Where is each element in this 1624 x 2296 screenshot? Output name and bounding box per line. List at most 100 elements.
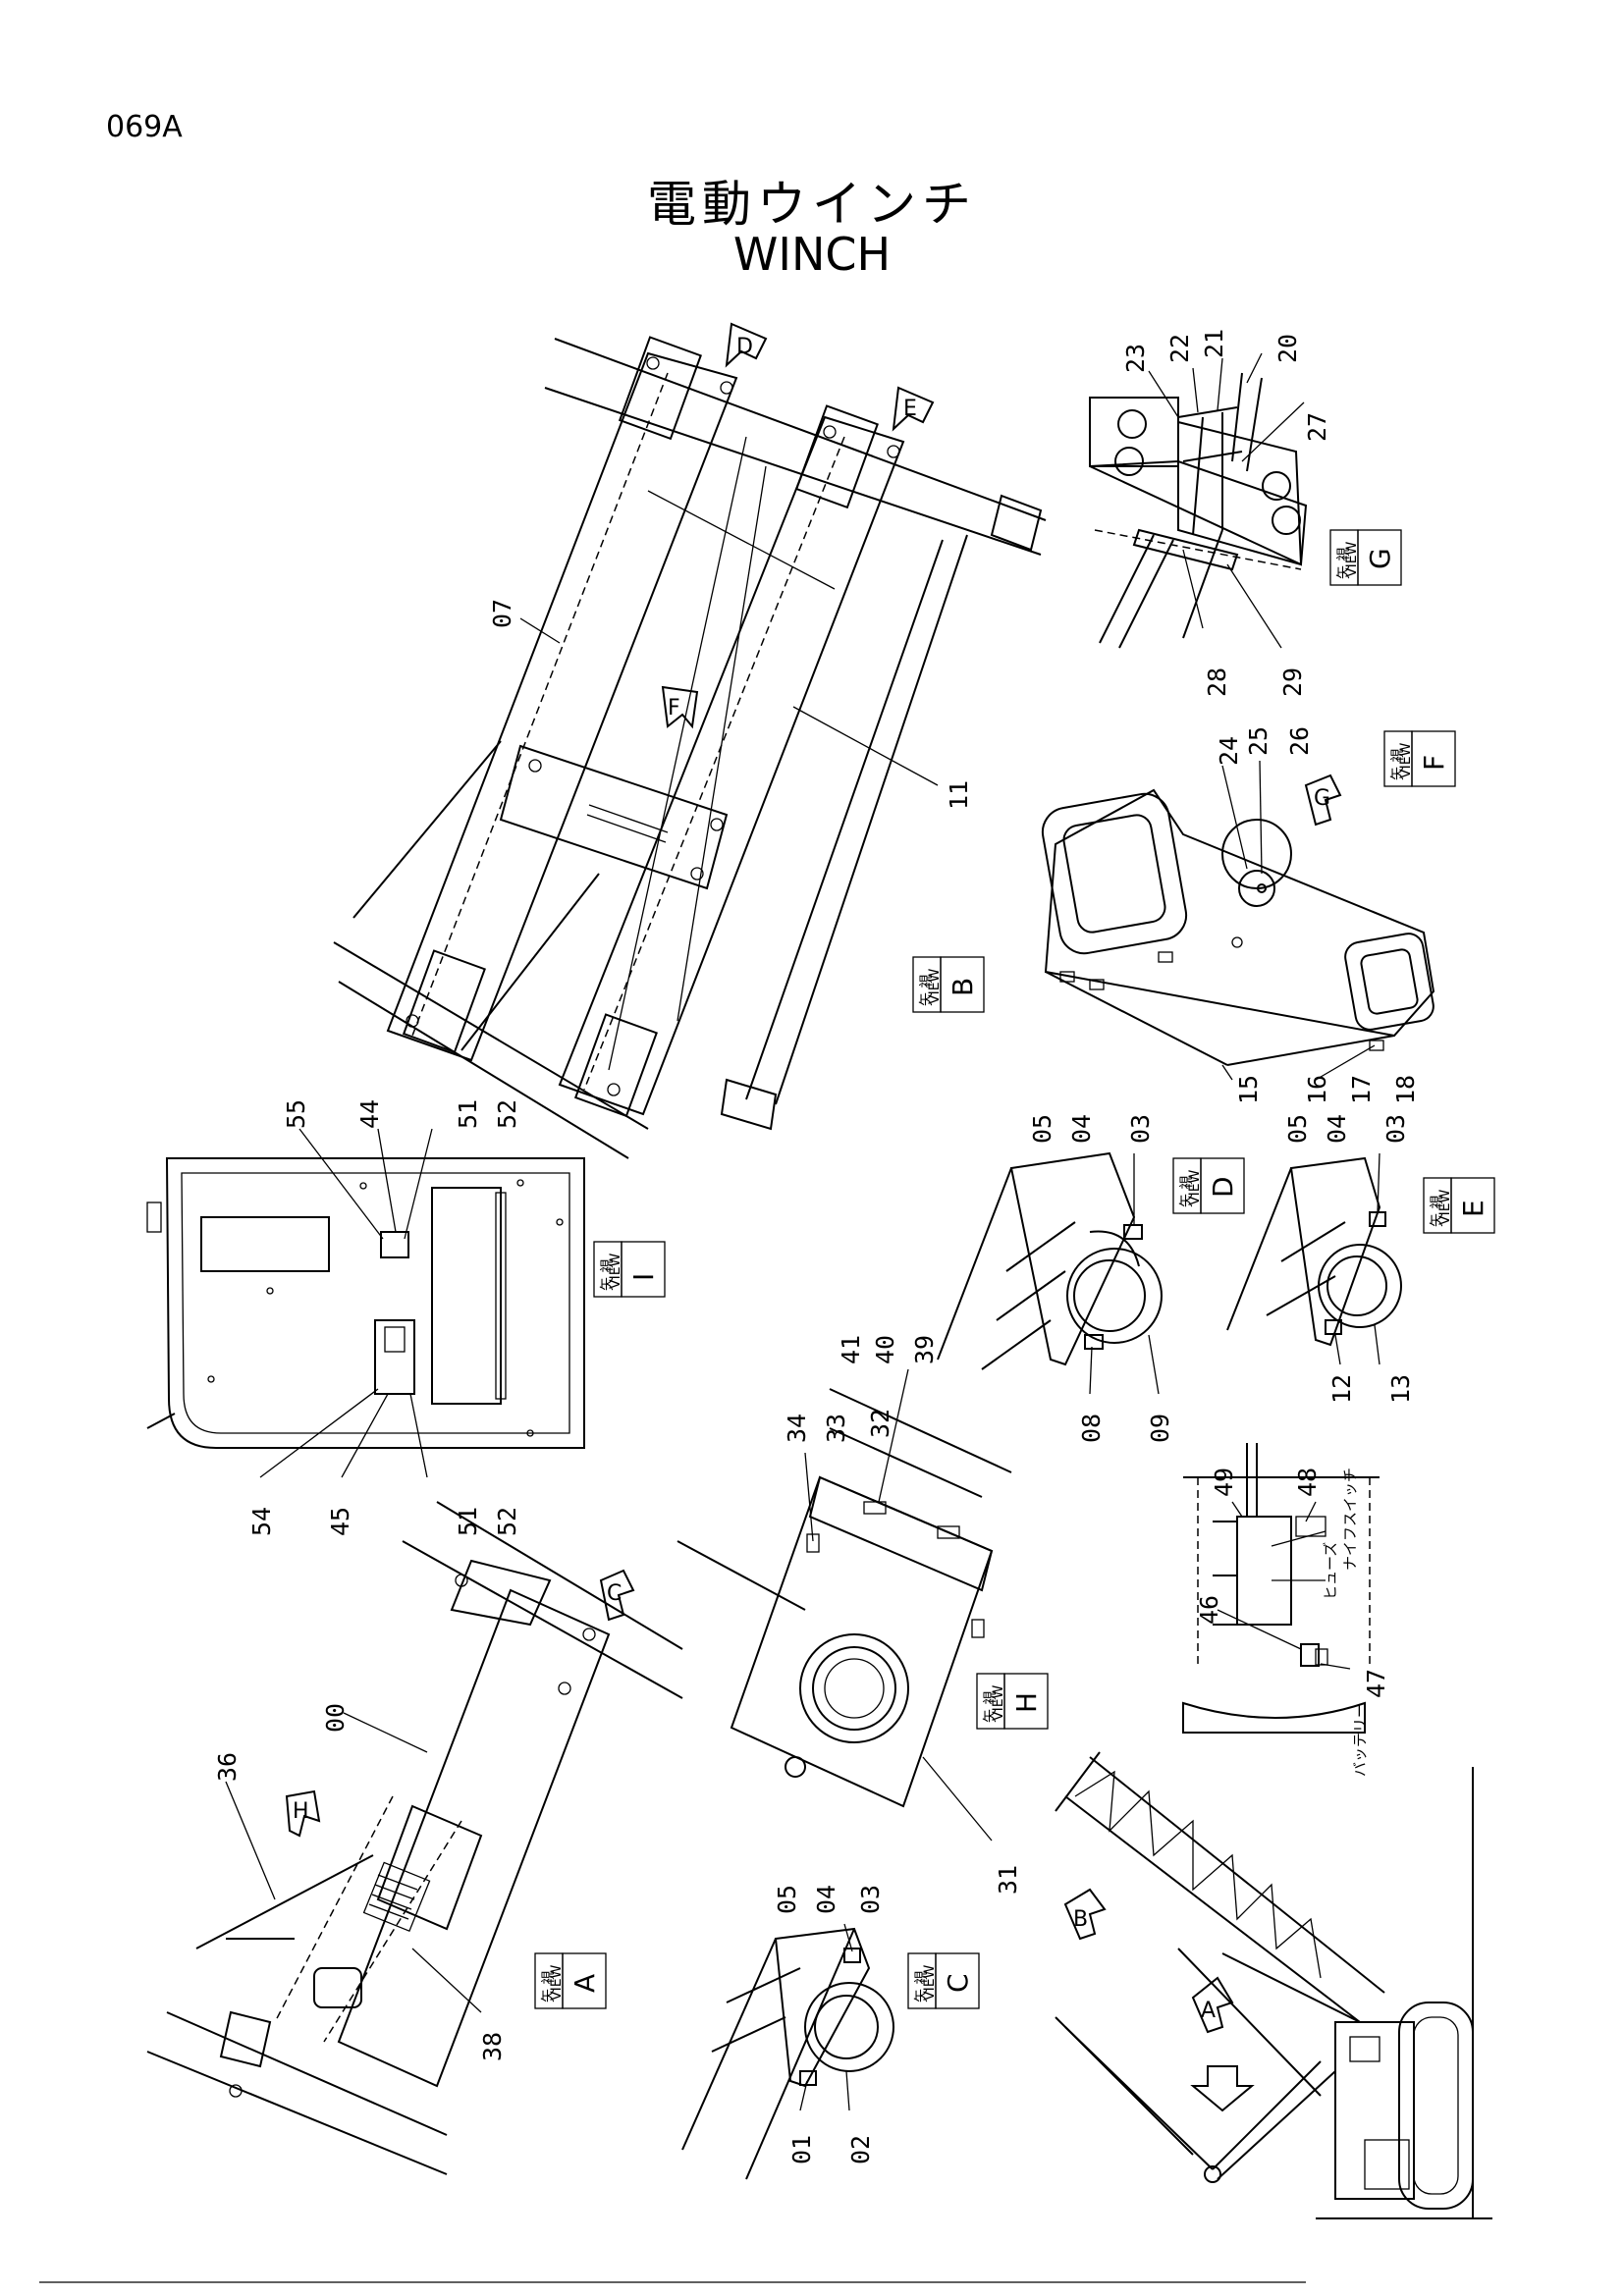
callout-44: 44 bbox=[355, 1099, 384, 1129]
callout-52-bottom: 52 bbox=[493, 1507, 521, 1536]
callout-24: 24 bbox=[1215, 736, 1243, 766]
svg-text:VIEW: VIEW bbox=[1437, 1189, 1453, 1225]
svg-text:I: I bbox=[627, 1273, 660, 1281]
svg-text:VIEW: VIEW bbox=[1398, 742, 1414, 778]
svg-text:矢 視: 矢 視 bbox=[914, 1971, 930, 2002]
view-label-f: 矢 視 VIEW F bbox=[1383, 730, 1456, 787]
callout-d-04: 04 bbox=[1067, 1114, 1096, 1144]
view-label-b: 矢 視 VIEW B bbox=[912, 956, 985, 1013]
callout-39: 39 bbox=[910, 1335, 939, 1364]
callout-27: 27 bbox=[1303, 412, 1331, 442]
callout-20: 20 bbox=[1273, 334, 1302, 363]
callout-31: 31 bbox=[994, 1865, 1022, 1895]
svg-text:VIEW: VIEW bbox=[549, 1964, 565, 2001]
callout-c-05: 05 bbox=[773, 1885, 801, 1914]
callout-55: 55 bbox=[282, 1099, 310, 1129]
svg-text:A: A bbox=[568, 1974, 601, 1993]
view-f-bracket-drawing bbox=[1041, 788, 1435, 1066]
view-label-i: 矢 視 VIEW I bbox=[593, 1241, 666, 1298]
view-h-winch-drawing bbox=[677, 1388, 1012, 1808]
view-label-d: 矢 視 VIEW D bbox=[1172, 1157, 1245, 1214]
svg-text:C: C bbox=[607, 1581, 622, 1606]
callout-28: 28 bbox=[1203, 667, 1231, 697]
callout-47: 47 bbox=[1362, 1669, 1390, 1698]
view-e-clamp-drawing bbox=[1226, 1156, 1402, 1347]
callout-16: 16 bbox=[1303, 1075, 1331, 1104]
callout-52-top: 52 bbox=[493, 1099, 521, 1129]
svg-text:H: H bbox=[1010, 1692, 1043, 1713]
callout-32: 32 bbox=[866, 1409, 894, 1438]
svg-text:矢 視: 矢 視 bbox=[1390, 749, 1406, 780]
svg-text:矢 視: 矢 視 bbox=[1179, 1176, 1195, 1207]
callout-e-12: 12 bbox=[1327, 1374, 1356, 1404]
callout-23: 23 bbox=[1121, 344, 1150, 373]
callout-18: 18 bbox=[1391, 1075, 1420, 1104]
arrow-f: F bbox=[661, 685, 699, 729]
view-a-winch-drawing bbox=[146, 1501, 683, 2175]
view-label-a: 矢 視 VIEW A bbox=[534, 1952, 607, 2009]
callout-d-03: 03 bbox=[1126, 1114, 1155, 1144]
arrow-h: H bbox=[285, 1789, 321, 1838]
svg-text:E: E bbox=[903, 397, 917, 421]
svg-text:矢 視: 矢 視 bbox=[600, 1259, 616, 1291]
view-label-c: 矢 視 VIEW C bbox=[907, 1952, 980, 2009]
callout-22: 22 bbox=[1165, 334, 1194, 363]
callout-45: 45 bbox=[326, 1507, 354, 1536]
view-b-frame-drawing bbox=[333, 336, 1047, 1159]
callout-c-02: 02 bbox=[846, 2135, 875, 2164]
svg-text:H: H bbox=[293, 1799, 309, 1824]
svg-text:B: B bbox=[1073, 1907, 1088, 1932]
svg-text:矢 視: 矢 視 bbox=[1336, 548, 1352, 579]
callout-41: 41 bbox=[837, 1335, 865, 1364]
svg-text:矢 視: 矢 視 bbox=[919, 975, 935, 1006]
callout-e-03: 03 bbox=[1381, 1114, 1410, 1144]
callout-c-01: 01 bbox=[787, 2135, 816, 2164]
callout-d-08: 08 bbox=[1077, 1414, 1106, 1443]
view-label-e: 矢 視 VIEW E bbox=[1423, 1177, 1495, 1234]
callout-d-05: 05 bbox=[1028, 1114, 1056, 1144]
svg-text:F: F bbox=[668, 696, 680, 721]
svg-text:B: B bbox=[947, 978, 979, 996]
callout-c-04: 04 bbox=[812, 1885, 840, 1914]
callout-15: 15 bbox=[1234, 1075, 1263, 1104]
svg-text:矢 視: 矢 視 bbox=[541, 1971, 557, 2002]
callout-e-13: 13 bbox=[1386, 1374, 1415, 1404]
callout-49: 49 bbox=[1210, 1468, 1238, 1497]
arrow-c: C bbox=[599, 1569, 635, 1622]
title-english: WINCH bbox=[732, 228, 892, 281]
callout-54: 54 bbox=[247, 1507, 276, 1536]
callout-51-top: 51 bbox=[454, 1099, 482, 1129]
svg-text:D: D bbox=[736, 335, 753, 359]
view-d-clamp-drawing bbox=[937, 1151, 1163, 1370]
callout-07: 07 bbox=[488, 599, 516, 628]
arrow-d: D bbox=[725, 322, 768, 368]
callout-29: 29 bbox=[1278, 667, 1307, 697]
callout-38: 38 bbox=[478, 2032, 507, 2061]
callout-36: 36 bbox=[213, 1752, 242, 1782]
callout-00: 00 bbox=[321, 1703, 350, 1733]
callout-34: 34 bbox=[783, 1414, 811, 1443]
svg-text:D: D bbox=[1207, 1176, 1239, 1198]
view-c-clamp-drawing bbox=[681, 1927, 894, 2180]
label-battery: バッテリー bbox=[1351, 1703, 1369, 1777]
svg-text:F: F bbox=[1418, 755, 1450, 771]
page-code: 069A bbox=[106, 110, 183, 144]
svg-text:G: G bbox=[1364, 548, 1396, 569]
down-arrow bbox=[1190, 2065, 1255, 2112]
svg-text:VIEW: VIEW bbox=[1344, 541, 1360, 577]
view-label-h: 矢 視 VIEW H bbox=[976, 1673, 1049, 1730]
callout-46: 46 bbox=[1195, 1595, 1223, 1625]
callout-33: 33 bbox=[822, 1414, 850, 1443]
label-knife-switch: ナイフスイッチ bbox=[1341, 1468, 1359, 1571]
callout-17: 17 bbox=[1347, 1075, 1376, 1104]
electrical-layout-drawing bbox=[1182, 1443, 1380, 1734]
svg-text:VIEW: VIEW bbox=[927, 968, 943, 1004]
callout-25: 25 bbox=[1244, 726, 1272, 756]
svg-text:A: A bbox=[1201, 1999, 1216, 2023]
svg-text:VIEW: VIEW bbox=[922, 1964, 938, 2001]
arrow-g: G bbox=[1304, 774, 1342, 827]
svg-text:矢 視: 矢 視 bbox=[983, 1691, 999, 1723]
svg-text:E: E bbox=[1457, 1200, 1489, 1217]
callout-e-04: 04 bbox=[1323, 1114, 1351, 1144]
